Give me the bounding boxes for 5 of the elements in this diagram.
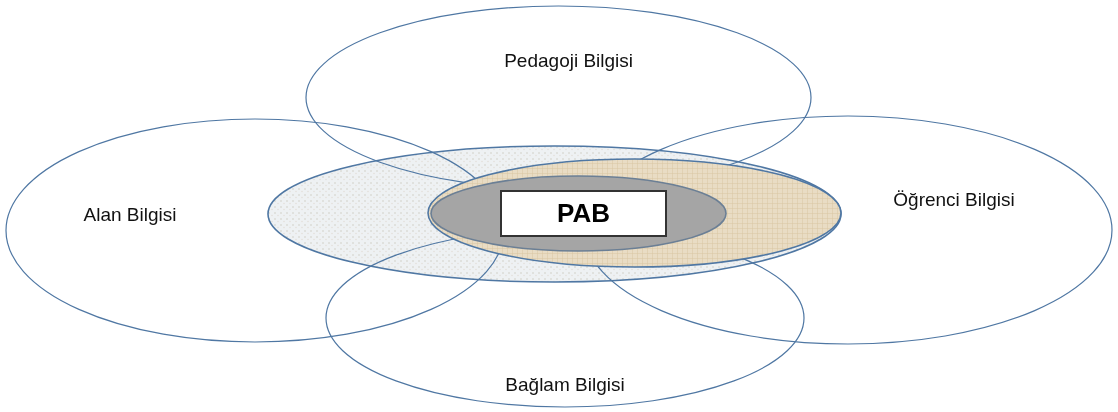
knowledge-label: Öğrenci Bilgisi <box>893 187 1015 212</box>
knowledge-label: Alan Bilgisi <box>83 202 177 227</box>
knowledge-label: Pedagoji Bilgisi <box>504 48 634 73</box>
label-box: PAB <box>500 190 667 237</box>
knowledge-label: Bağlam Bilgisi <box>505 372 625 397</box>
